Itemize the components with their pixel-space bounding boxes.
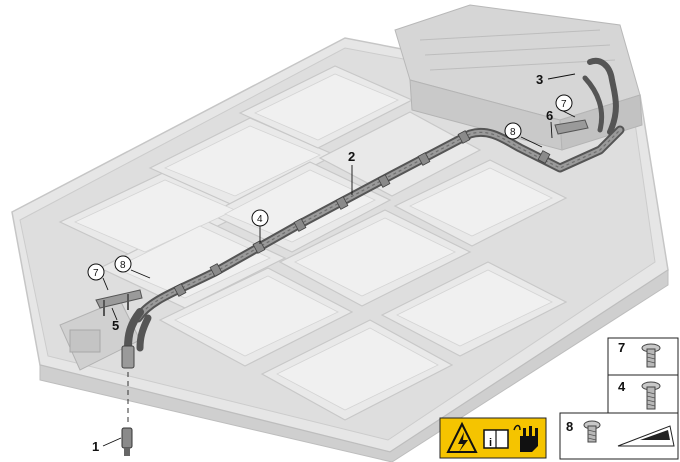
callout-8-right: 8 [504,122,522,140]
callout-6: 6 [546,108,553,123]
callout-7-right: 7 [555,94,573,112]
bracket-left [95,289,143,316]
legend-label-7: 7 [618,340,625,355]
svg-text:1: 1 [92,439,99,454]
protective-gloves-icon [513,424,538,452]
callout-4: 4 [251,209,269,227]
svg-text:8: 8 [120,260,126,271]
svg-text:i: i [489,437,492,449]
hv-connector-plug [121,345,135,456]
leader-lines [102,73,576,447]
bracket-right [554,119,589,135]
svg-text:7: 7 [561,99,567,110]
svg-text:7: 7 [93,268,99,279]
legend-label-8: 8 [566,419,573,434]
screw-icon [641,381,661,410]
svg-text:5: 5 [112,318,119,333]
legend-label-4: 4 [618,379,626,394]
callout-3: 3 [536,72,543,87]
svg-text:8: 8 [510,127,516,138]
screw-icon [641,343,661,368]
callout-8-left: 8 [114,255,132,273]
callout-7-left: 7 [87,263,105,281]
callout-2: 2 [348,149,355,164]
harness-clips [173,130,551,297]
module-top-faces [74,73,553,411]
read-manual-icon: i [483,429,509,449]
ramp-indicator-icon [617,425,675,447]
cable-harness [124,58,625,352]
callout-1: 1 [92,439,99,454]
svg-text:4: 4 [257,214,263,225]
svg-text:6: 6 [546,108,553,123]
svg-text:2: 2 [348,149,355,164]
screw-icon [583,420,601,443]
callout-5: 5 [112,318,119,333]
warning-panel: i [439,417,547,459]
svg-text:3: 3 [536,72,543,87]
fastener-legend: 7 4 8 [559,337,679,460]
high-voltage-warning-icon [446,421,478,453]
